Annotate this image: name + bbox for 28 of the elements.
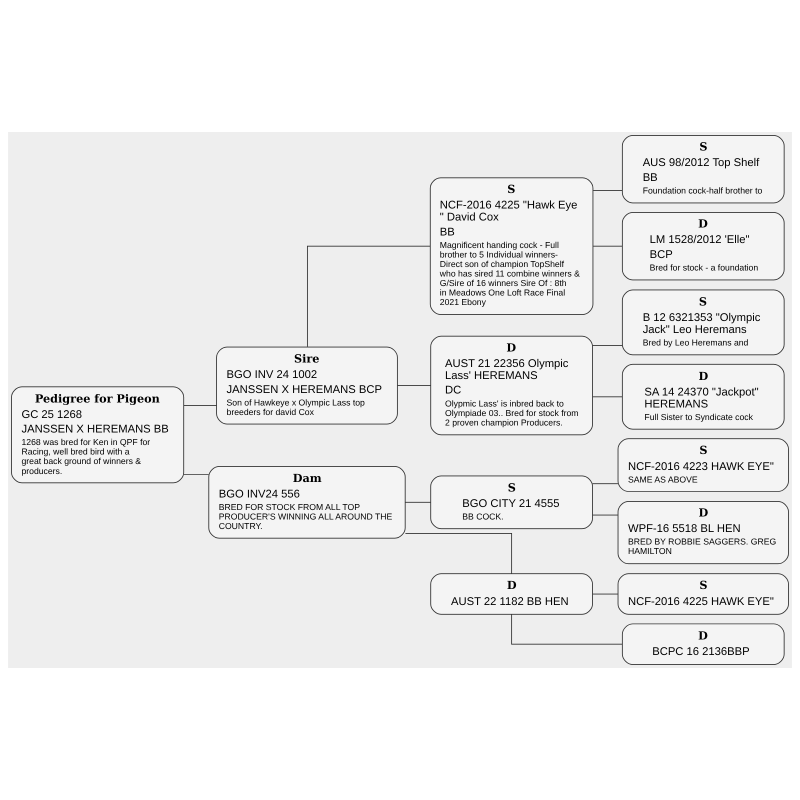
node-box: D AUST 22 1182 BB HEN	[430, 573, 593, 615]
node-box: S BGO CITY 21 4555 BB COCK.	[430, 476, 593, 530]
node-box: S NCF-2016 4225 "Hawk Eye " David Cox BB Magnificent handing cock - Full brother to 5 Individual winners-Direct son of champion TopShelf who has sired 11 combine winners & G/Sire of 16 winners Sire Of : 8th in Meadows One Loft Race Final 2021 Ebony	[430, 177, 594, 315]
connector	[592, 190, 623, 191]
connector	[592, 514, 618, 516]
node-box: S NCF-2016 4225 HAWK EYE"	[618, 573, 789, 615]
connector	[184, 404, 217, 406]
node-box: S NCF-2016 4223 HAWK EYE" SAME AS ABOVE	[618, 438, 789, 492]
connector	[592, 246, 623, 247]
connector	[306, 246, 430, 348]
connector	[397, 385, 432, 386]
node-box: D BCPC 16 2136BBP	[622, 623, 785, 665]
node-box: Dam BGO INV24 556 BRED FOR STOCK FROM ALL TOP PRODUCER'S WINNING ALL AROUND THE COUNTRY.	[208, 466, 406, 539]
connector	[592, 345, 623, 346]
connector	[511, 614, 623, 645]
node-box: Sire BGO INV 24 1002 JANSSEN X HEREMANS BCP Son of Hawkeye x Olympic Lass top breeders for david Cox	[216, 346, 398, 424]
node-box: S AUS 98/2012 Top Shelf BB Foundation cock-half brother to	[622, 135, 785, 204]
node-box: S B 12 6321353 "Olympic Jack" Leo Heremans Bred by Leo Heremans and	[622, 289, 785, 356]
node-box: Pedigree for Pigeon GC 25 1268 JANSSEN X HEREMANS BB 1268 was bred for Ken in QPF for Racing, well bred bird with a great back ground of winners & producers.	[11, 386, 184, 484]
connector	[184, 474, 209, 476]
connector	[404, 533, 512, 574]
node-box: D AUST 21 22356 Olympic Lass' HEREMANS DC Olypmic Lass' is inbred back to Olympiade 03.. Bred for stock from 2 proven champion Producers.	[430, 336, 593, 436]
node-box: D SA 14 24370 "Jackpot" HEREMANS Full Sister to Syndicate cock	[622, 364, 785, 430]
connector	[592, 483, 618, 484]
node-box: D WPF-16 5518 BL HEN BRED BY ROBBIE SAGGERS. GREG HAMILTON	[618, 501, 789, 564]
connector	[404, 502, 431, 503]
node-box: D LM 1528/2012 'Elle" BCP Bred for stock - a foundation	[622, 212, 785, 280]
connector	[592, 396, 623, 398]
